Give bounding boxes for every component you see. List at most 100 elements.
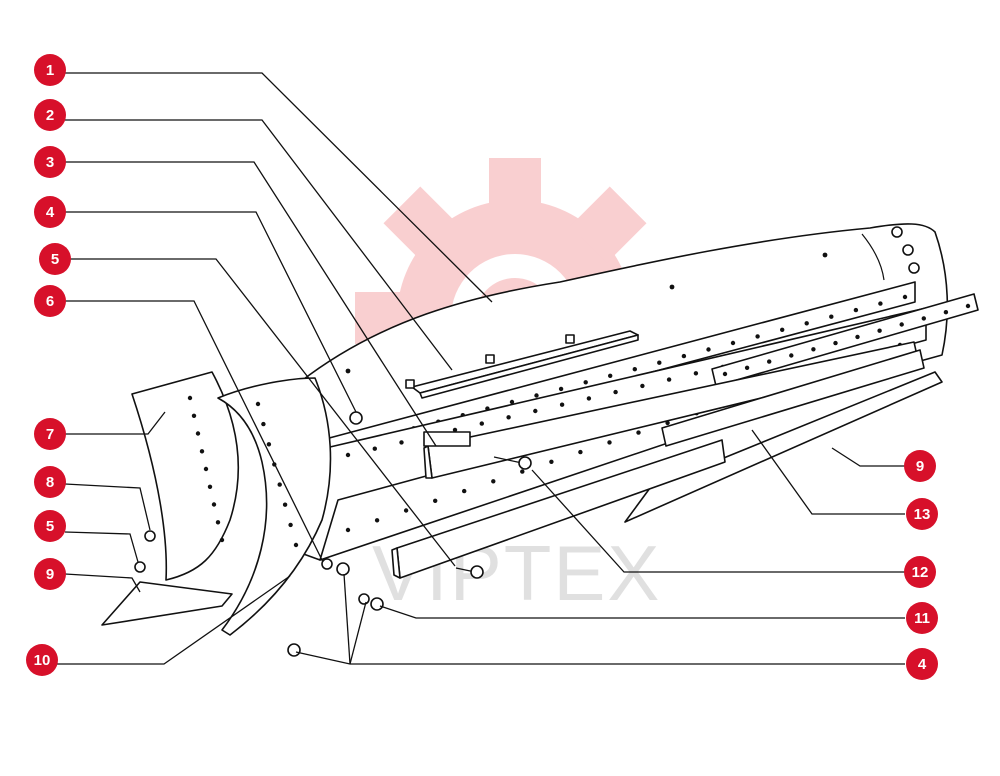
hole <box>681 353 687 359</box>
hole <box>520 469 525 474</box>
hole <box>943 310 949 315</box>
washer-lower <box>321 558 333 570</box>
hole <box>767 359 772 364</box>
callout-circle <box>34 466 66 498</box>
hole <box>261 421 266 427</box>
callout-c13: 13 <box>906 498 938 530</box>
hole <box>534 393 539 398</box>
hole <box>399 440 404 445</box>
hole <box>578 449 583 455</box>
callout-c9a: 9 <box>34 558 66 590</box>
hole <box>219 537 225 543</box>
callout-number: 5 <box>46 518 54 535</box>
hole <box>203 466 209 472</box>
hole <box>345 527 351 533</box>
callout-circle <box>26 644 58 676</box>
part-top-rail <box>405 330 639 399</box>
callout-circle <box>34 196 66 228</box>
hole <box>829 314 834 319</box>
callout-circle <box>906 648 938 680</box>
hole <box>533 408 538 414</box>
hole <box>666 377 672 382</box>
callout-circle <box>906 498 938 530</box>
hole <box>877 328 882 333</box>
hole <box>607 440 612 445</box>
hole <box>282 502 288 507</box>
bolt-12 <box>493 456 532 470</box>
callout-circle <box>39 243 71 275</box>
part-cutting-edge <box>101 371 943 626</box>
callout-number: 5 <box>51 251 59 268</box>
top-bolt-b <box>902 244 914 256</box>
hole <box>657 360 662 365</box>
callout-c9b: 9 <box>904 450 936 482</box>
hole <box>207 484 213 489</box>
nut-11 <box>370 597 384 611</box>
hole <box>372 446 377 451</box>
callout-number: 11 <box>914 610 930 627</box>
callout-number: 3 <box>46 154 54 171</box>
hole <box>744 365 750 370</box>
hole <box>403 508 409 513</box>
callout-c5a: 5 <box>39 243 71 275</box>
long-bar-right <box>711 293 979 387</box>
hole <box>921 316 926 321</box>
hole <box>288 522 293 528</box>
hole <box>506 415 511 420</box>
nut-upper <box>349 411 363 425</box>
hole <box>187 395 193 401</box>
callout-circle <box>34 558 66 590</box>
hole <box>293 542 299 548</box>
callout-c7: 7 <box>34 418 66 450</box>
hole <box>632 367 637 372</box>
part-short-bar <box>661 349 925 447</box>
callout-circle <box>904 556 936 588</box>
hole <box>706 347 711 352</box>
hole <box>559 402 565 407</box>
callout-circle <box>34 54 66 86</box>
hole <box>479 421 484 426</box>
callout-number: 6 <box>46 293 54 310</box>
hole <box>789 353 794 358</box>
hole <box>374 518 380 523</box>
callout-number: 13 <box>914 506 931 523</box>
callout-number: 7 <box>46 426 54 443</box>
callout-c8: 8 <box>34 466 66 498</box>
callout-circle <box>34 510 66 542</box>
callout-circle <box>906 602 938 634</box>
callout-c1: 1 <box>34 54 66 86</box>
callout-c3: 3 <box>34 146 66 178</box>
hole <box>640 383 645 389</box>
callout-number: 8 <box>46 474 54 491</box>
bolt-5-left <box>134 561 146 573</box>
hole <box>549 459 554 464</box>
hole <box>636 430 641 435</box>
part-side-shield <box>217 377 332 636</box>
hole <box>730 340 736 346</box>
hole <box>780 327 785 332</box>
hardware-bolts <box>134 226 920 657</box>
callout-c4a: 4 <box>34 196 66 228</box>
callout-c10: 10 <box>26 644 58 676</box>
callout-c2: 2 <box>34 99 66 131</box>
hole <box>965 303 971 309</box>
hole <box>266 442 272 447</box>
callout-c11: 11 <box>906 602 938 634</box>
callout-c6: 6 <box>34 285 66 317</box>
top-bolt-c <box>908 262 920 274</box>
hole <box>755 334 760 339</box>
callout-number: 10 <box>34 652 51 669</box>
leader-lines <box>52 72 905 665</box>
callout-c5b: 5 <box>34 510 66 542</box>
nut-4 <box>287 643 301 657</box>
callout-number: 4 <box>46 204 55 221</box>
hole <box>833 340 838 346</box>
hole <box>853 307 859 313</box>
callout-number: 9 <box>46 566 54 583</box>
hole <box>211 502 217 507</box>
hole <box>811 347 816 352</box>
hole <box>433 498 438 503</box>
callout-circle <box>34 99 66 131</box>
hole <box>191 413 197 418</box>
